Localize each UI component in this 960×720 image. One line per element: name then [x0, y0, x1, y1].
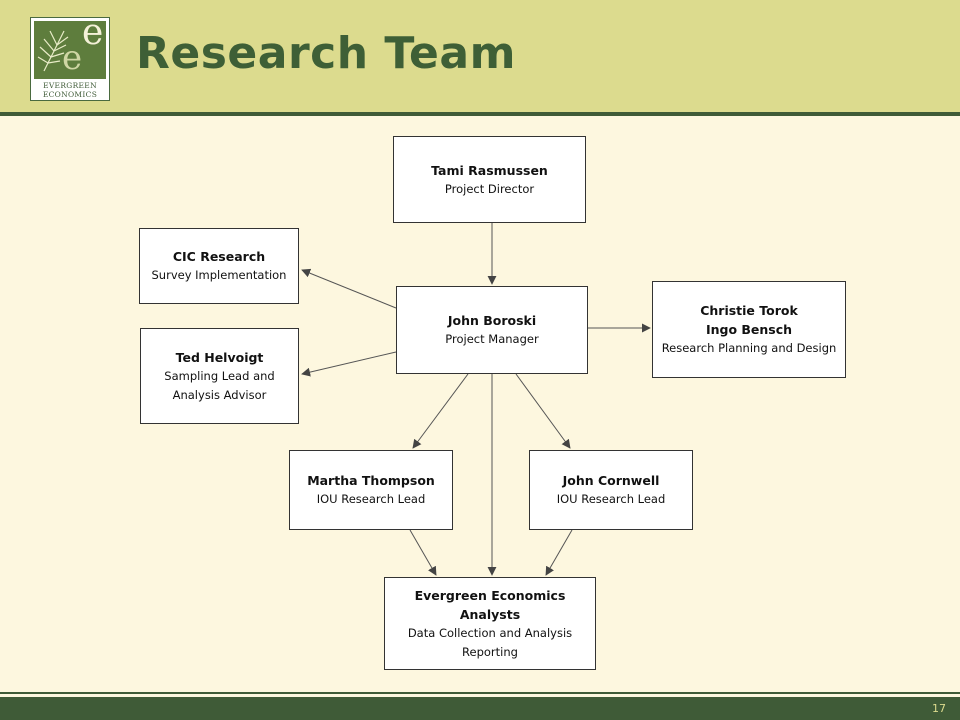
node-name-line2: Ingo Bensch — [705, 322, 793, 337]
arrow-john-b-to-ted — [301, 351, 397, 377]
node-name: Tami Rasmussen — [431, 162, 548, 178]
node-role: Survey Implementation — [151, 268, 287, 282]
arrow-martha-to-analysts — [409, 529, 437, 576]
node-name-line1: Evergreen Economics — [414, 587, 566, 603]
pine-branch-icon — [37, 30, 69, 72]
node-role-line2: Analysis Advisor — [172, 387, 267, 402]
node-tami-rasmussen: Tami Rasmussen Project Director — [393, 136, 586, 223]
logo-wordmark-line2: ECONOMICS — [42, 90, 98, 99]
logo-letter-shadow: e — [62, 38, 83, 78]
logo-wordmark-line1: EVERGREEN — [43, 81, 97, 90]
slide-title: Research Team — [136, 28, 516, 79]
logo-emblem: e e — [34, 18, 106, 79]
page-number: 17 — [932, 702, 946, 715]
node-role: IOU Research Lead — [316, 492, 426, 506]
arrow-john-c-to-analysts — [545, 529, 573, 576]
node-role: Research Planning and Design — [661, 341, 837, 355]
header-divider — [0, 112, 960, 116]
slide-footer — [0, 697, 960, 720]
node-christie-torok-ingo-bensch: Christie Torok Ingo Bensch Research Plan… — [652, 281, 846, 378]
node-john-cornwell: John Cornwell IOU Research Lead — [529, 450, 693, 530]
node-role-line1: Data Collection and Analysis — [407, 625, 573, 640]
node-name-line1: Christie Torok — [700, 303, 798, 318]
node-role-line2: Reporting — [462, 644, 518, 659]
slide-header — [0, 0, 960, 112]
evergreen-economics-logo: e e EVERGREEN ECONOMICS — [30, 17, 110, 101]
node-evergreen-economics-analysts: Evergreen Economics Analysts Data Collec… — [384, 577, 596, 670]
node-name-line2: Analysts — [459, 606, 521, 622]
node-role: IOU Research Lead — [556, 492, 666, 506]
node-martha-thompson: Martha Thompson IOU Research Lead — [289, 450, 453, 530]
arrow-john-b-to-martha — [412, 373, 469, 449]
node-name: CIC Research — [172, 249, 266, 264]
node-role-line1: Sampling Lead and — [164, 368, 275, 383]
node-role: Project Manager — [445, 332, 539, 346]
node-name: Ted Helvoigt — [175, 349, 264, 365]
node-name: John Boroski — [447, 313, 537, 328]
node-name: Martha Thompson — [307, 473, 435, 488]
arrow-john-b-to-cic — [301, 268, 397, 309]
node-cic-research: CIC Research Survey Implementation — [139, 228, 299, 304]
node-name: John Cornwell — [562, 473, 660, 488]
logo-letter: e — [82, 17, 104, 53]
node-ted-helvoigt: Ted Helvoigt Sampling Lead and Analysis … — [140, 328, 299, 424]
node-john-boroski: John Boroski Project Manager — [396, 286, 588, 374]
arrow-john-b-to-john-c — [515, 373, 571, 449]
footer-divider — [0, 692, 960, 694]
node-role: Project Director — [444, 181, 535, 196]
